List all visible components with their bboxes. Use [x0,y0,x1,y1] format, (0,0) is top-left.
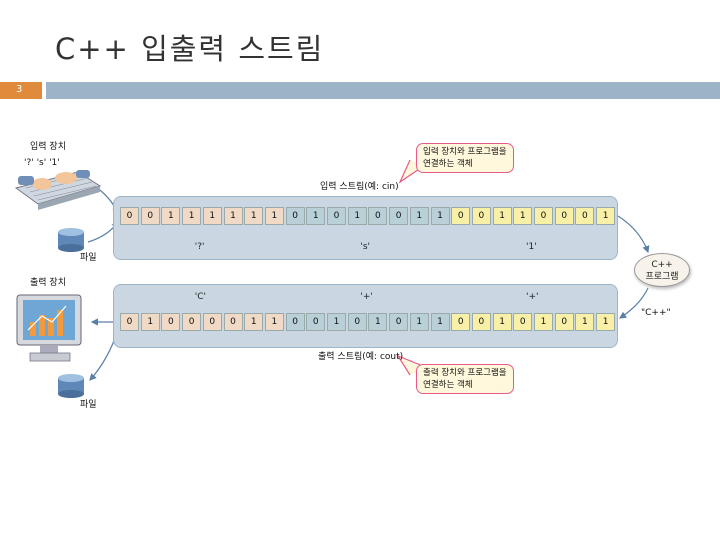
callout-input: 입력 장치와 프로그램을 연결하는 객체 [416,143,514,173]
output-bit-cell: 0 [202,313,222,331]
input-bit-cell: 0 [554,207,574,225]
output-bit-cell: 0 [347,313,367,331]
output-bit-cell: 0 [120,313,139,331]
input-bit-cell: 0 [575,207,595,225]
input-device-label: 입력 장치 [30,142,66,152]
input-bit-cell: 0 [534,207,553,225]
input-stream-label: 입력 스트림(예: cin) [320,182,399,192]
input-bit-cell: 0 [327,207,346,225]
input-char-label: 's' [360,242,371,252]
output-bit-cell: 1 [409,313,429,331]
output-bit-cell: 0 [161,313,181,331]
output-bit-cell: 0 [471,313,491,331]
input-bit-cell: 0 [285,207,305,225]
input-bit-cell: 0 [120,207,139,225]
arrow-input-to-program [617,215,650,254]
output-bit-cell: 1 [534,313,553,331]
output-bit-cell: 1 [430,313,450,331]
callout-output: 출력 장치와 프로그램을 연결하는 객체 [416,364,514,394]
output-char-label: '+' [360,292,373,302]
input-stream-box [113,196,618,260]
file-label-input: 파일 [80,253,97,263]
output-bit-cell: 0 [182,313,202,331]
input-bit-cell: 1 [430,207,450,225]
output-bit-cell: 0 [513,313,533,331]
input-bit-cell: 1 [513,207,533,225]
output-bit-cell: 1 [244,313,264,331]
output-bit-cell: 0 [285,313,305,331]
output-bit-cell: 0 [554,313,574,331]
output-bit-cell: 1 [264,313,284,331]
output-bit-cell: 1 [575,313,595,331]
output-bit-cell: 1 [140,313,160,331]
input-bit-cell: 1 [306,207,326,225]
input-bit-cell: 1 [409,207,429,225]
page-title: C++ 입출력 스트림 [55,32,325,66]
input-bit-cell: 1 [182,207,202,225]
output-char-label: '+' [526,292,539,302]
cpp-program-node: C++ 프로그램 [634,253,690,287]
callout-input-line1: 입력 장치와 프로그램을 [423,147,507,157]
output-bit-cell: 1 [327,313,346,331]
input-bit-cell: 1 [244,207,264,225]
title-bar [46,82,720,99]
output-bit-cell: 1 [368,313,388,331]
program-line1: C++ [651,260,673,270]
input-bit-cell: 1 [161,207,181,225]
input-bit-cell: 1 [492,207,512,225]
input-bit-cell: 0 [368,207,388,225]
output-device-label: 출력 장치 [30,278,66,288]
output-bit-cell: 1 [492,313,512,331]
input-device-chars: '?' 's' '1' [24,158,60,168]
callout-input-line2: 연결하는 객체 [423,159,473,169]
input-bit-cell: 1 [596,207,616,225]
arrow-program-to-output [618,287,649,319]
slide-number: 3 [16,84,23,95]
input-bit-cell: 0 [471,207,491,225]
input-char-label: '1' [526,242,537,252]
file-label-output: 파일 [80,400,97,410]
input-bit-cell: 0 [140,207,160,225]
output-char-label: 'C' [194,292,207,302]
callout-output-line1: 출력 장치와 프로그램을 [423,368,507,378]
input-bit-cell: 1 [264,207,284,225]
program-line2: 프로그램 [645,272,679,282]
output-stream-label: 출력 스트림(예: cout) [318,352,404,362]
output-bit-cell: 0 [389,313,409,331]
output-bit-cell: 1 [596,313,616,331]
output-bit-cell: 0 [451,313,471,331]
input-bit-cell: 1 [347,207,367,225]
input-bit-cell: 1 [223,207,243,225]
output-bit-cell: 0 [223,313,243,331]
input-bit-cell: 1 [202,207,222,225]
callout-output-line2: 연결하는 객체 [423,380,473,390]
input-bit-cell: 0 [451,207,471,225]
input-char-label: '?' [194,242,205,252]
output-bit-cell: 0 [306,313,326,331]
input-bit-cell: 0 [389,207,409,225]
slide-number-box [0,82,42,99]
output-string: "C++" [641,308,671,318]
